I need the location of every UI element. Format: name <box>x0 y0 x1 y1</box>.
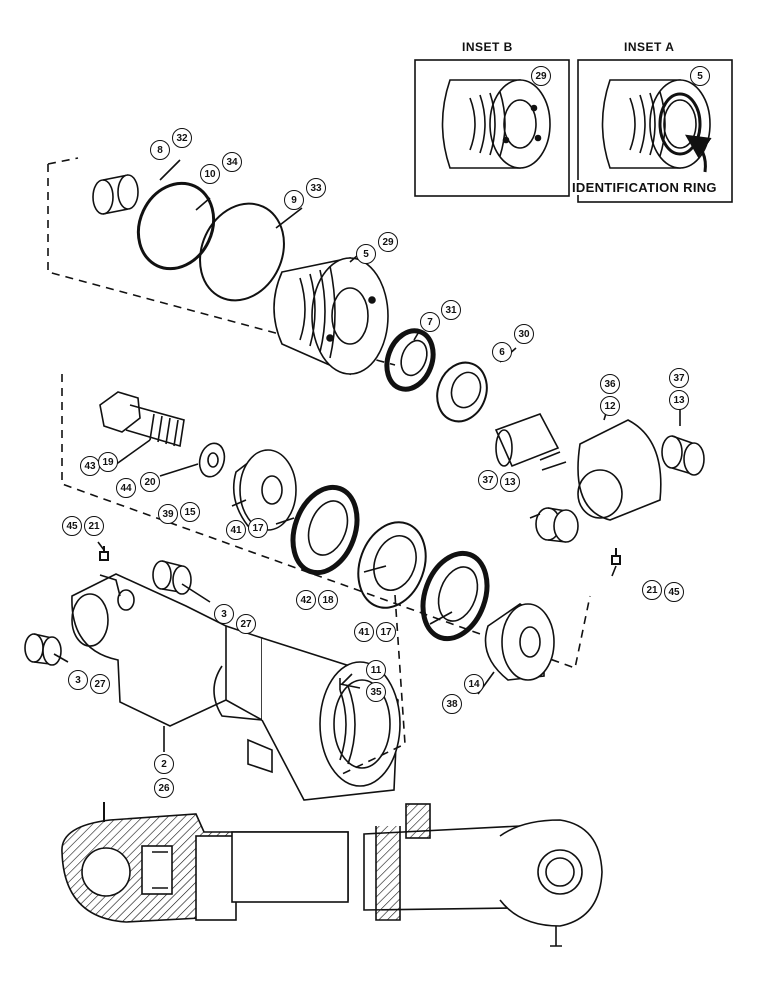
gland-5 <box>273 257 389 376</box>
callout-32: 32 <box>172 128 192 148</box>
callout-29: 29 <box>378 232 398 252</box>
callout-6: 6 <box>492 342 512 362</box>
callout-2: 2 <box>154 754 174 774</box>
callout-39: 39 <box>158 504 178 524</box>
inset-a-title: INSET A <box>624 40 675 54</box>
assembly-section <box>61 802 603 947</box>
callout-42: 42 <box>296 590 316 610</box>
callout-27-top: 27 <box>236 614 256 634</box>
callout-33: 33 <box>306 178 326 198</box>
callout-20: 20 <box>140 472 160 492</box>
piston-14 <box>484 603 555 681</box>
callout-41-bottom: 41 <box>354 622 374 642</box>
callout-13-mid: 13 <box>500 472 520 492</box>
callout-41-top: 41 <box>226 520 246 540</box>
callout-29-inset-b: 29 <box>531 66 551 86</box>
callout-8: 8 <box>150 140 170 160</box>
callout-27-bottom: 27 <box>90 674 110 694</box>
callout-21-left: 21 <box>84 516 104 536</box>
inset-b-title: INSET B <box>462 40 513 54</box>
callout-18: 18 <box>318 590 338 610</box>
callout-35: 35 <box>366 682 386 702</box>
callout-43: 43 <box>80 456 100 476</box>
callout-31: 31 <box>441 300 461 320</box>
callout-37-mid: 37 <box>478 470 498 490</box>
callout-11: 11 <box>366 660 386 680</box>
barrel-2 <box>71 573 401 801</box>
inset-a-frame <box>577 59 733 203</box>
callout-3-bottom: 3 <box>68 670 88 690</box>
callout-30: 30 <box>514 324 534 344</box>
callout-5-inset-a: 5 <box>690 66 710 86</box>
callout-7: 7 <box>420 312 440 332</box>
callout-17-bottom: 17 <box>376 622 396 642</box>
callout-10: 10 <box>200 164 220 184</box>
rod-end-12 <box>494 413 662 521</box>
bushing-8 <box>92 174 139 215</box>
callout-15: 15 <box>180 502 200 522</box>
piston-15 <box>232 449 297 531</box>
callout-19: 19 <box>98 452 118 472</box>
callout-3-top: 3 <box>214 604 234 624</box>
callout-45-right: 45 <box>664 582 684 602</box>
callout-13-top: 13 <box>669 390 689 410</box>
callout-36: 36 <box>600 374 620 394</box>
callout-14: 14 <box>464 674 484 694</box>
callout-37-top: 37 <box>669 368 689 388</box>
callout-17-top: 17 <box>248 518 268 538</box>
callout-34: 34 <box>222 152 242 172</box>
callout-12: 12 <box>600 396 620 416</box>
bolt-19 <box>99 391 185 448</box>
callout-38: 38 <box>442 694 462 714</box>
callout-5: 5 <box>356 244 376 264</box>
callout-9: 9 <box>284 190 304 210</box>
callout-45-left: 45 <box>62 516 82 536</box>
identification-ring-label: IDENTIFICATION RING <box>572 180 717 195</box>
callout-26: 26 <box>154 778 174 798</box>
callout-21-right: 21 <box>642 580 662 600</box>
callout-44: 44 <box>116 478 136 498</box>
inset-b-frame <box>414 59 570 197</box>
